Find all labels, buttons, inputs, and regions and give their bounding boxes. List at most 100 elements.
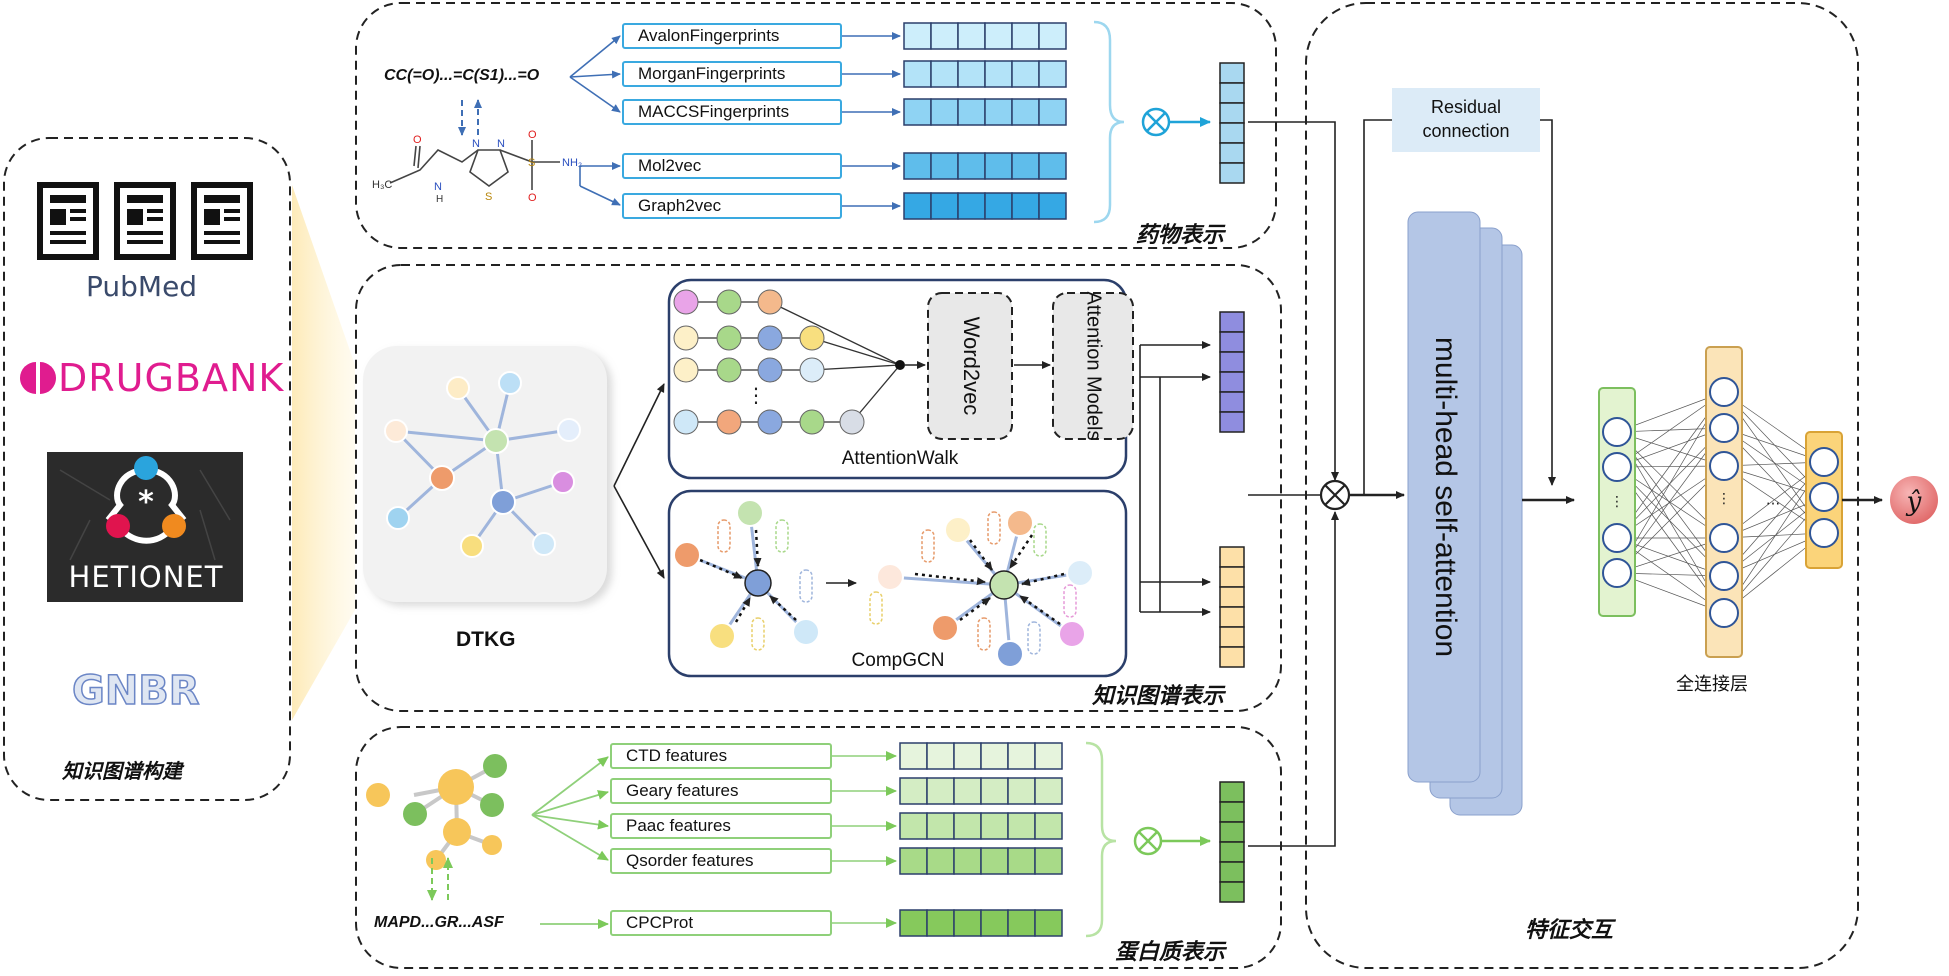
drug-feature-cell [903, 192, 932, 220]
word2vec-label: Word2vec [959, 317, 984, 416]
protein-feature-qsorder: Qsorder features [610, 848, 832, 874]
drugbank-label: DRUGBANK [58, 356, 285, 400]
protein-feature-cell [899, 777, 928, 805]
protein-feature-cell [980, 909, 1009, 937]
fc-horizontal-ellipsis: ··· [1766, 495, 1780, 513]
protein-feature-cell [953, 909, 982, 937]
drug-feature-cell [1011, 60, 1040, 88]
drug-feature-cell [984, 98, 1013, 126]
drug-feature-cell [984, 22, 1013, 50]
atom-o-carbonyl: O [413, 134, 422, 146]
kg-representation-panel [355, 264, 1282, 712]
kg-vector-connectors [1139, 341, 1211, 616]
fc-neuron [1709, 523, 1739, 553]
dtkg-graph [384, 371, 581, 558]
atom-nh2: NH₂ [562, 157, 582, 169]
fc-neuron [1602, 558, 1632, 588]
compgcn-graph-right [869, 509, 1094, 668]
drug-feature-graph2vec: Graph2vec [622, 193, 842, 219]
drug-vector-cell [1219, 62, 1245, 84]
fc-neuron [1809, 518, 1839, 548]
protein-fanout-arrows [531, 756, 609, 929]
pubmed-label: PubMed [86, 270, 198, 303]
fc-layer-label: 全连接层 [1676, 674, 1748, 695]
word2vec-box [927, 292, 1013, 440]
compgcn-vector-cell [1219, 566, 1245, 588]
drug-vector-cell [1219, 102, 1245, 124]
protein-feature-cell [980, 742, 1009, 770]
attentionwalk-vector-cell [1219, 331, 1245, 353]
residual-connection-box [1392, 88, 1540, 152]
attentionwalk-vector-cell [1219, 391, 1245, 413]
drug-feature-cell [957, 60, 986, 88]
protein-feature-bars [899, 742, 1063, 937]
protein-feature-cell [1034, 777, 1063, 805]
drug-vector-cell [1219, 162, 1245, 184]
drug-feature-cell [930, 22, 959, 50]
fc-neuron [1709, 451, 1739, 481]
fc-neuron [1709, 561, 1739, 591]
drug-feature-cell [984, 152, 1013, 180]
drug-feature-cell [1011, 192, 1040, 220]
attentionwalk-label: AttentionWalk [842, 448, 959, 469]
drug-feature-cell [930, 60, 959, 88]
protein-feature-cell [1007, 909, 1036, 937]
feature-interaction-panel [1305, 2, 1859, 969]
atom-n-amide: N [434, 181, 442, 193]
drug-feature-cell [1038, 152, 1067, 180]
protein-feature-cell [953, 847, 982, 875]
protein-vector-cell [1219, 861, 1245, 883]
protein-feature-cell [926, 909, 955, 937]
drug-feature-cell [957, 192, 986, 220]
kg-construction-title: 知识图谱构建 [62, 759, 182, 783]
protein-feature-cell [1034, 847, 1063, 875]
drug-feature-cell [930, 152, 959, 180]
drug-feature-cell [957, 22, 986, 50]
attention-layer-front [1407, 211, 1481, 783]
protein-feature-cell [1034, 742, 1063, 770]
fusion-input-connectors [1248, 121, 1339, 847]
atom-s-sulfonyl: S [528, 157, 535, 169]
random-walk-paths [673, 289, 926, 435]
protein-feature-cell [953, 777, 982, 805]
protein-embedding-vector [1219, 781, 1245, 903]
fc-neuron [1709, 598, 1739, 628]
protein-feature-cell [953, 812, 982, 840]
drug-feature-cell [903, 152, 932, 180]
drug-feature-cell [1011, 152, 1040, 180]
drug-feature-cell [1038, 192, 1067, 220]
atom-s-ring: S [485, 191, 492, 203]
kg-construction-panel [3, 137, 291, 801]
fc-layer-ellipsis: ⋮ [1610, 494, 1624, 510]
protein-vector-cell [1219, 801, 1245, 823]
projection-beam [292, 185, 355, 720]
drug-feature-cell [903, 22, 932, 50]
attention-models-box [1052, 292, 1134, 440]
protein-vector-cell [1219, 781, 1245, 803]
kg-representation-title: 知识图谱表示 [1092, 684, 1225, 709]
attentionwalk-vector-cell [1219, 371, 1245, 393]
drug-feature-cell [930, 192, 959, 220]
fc-neuron [1602, 417, 1632, 447]
protein-feature-cell [926, 812, 955, 840]
drug-feature-cell [1038, 60, 1067, 88]
compgcn-graph-left [673, 499, 820, 651]
protein-molecule-structure [366, 754, 507, 870]
drug-fusion-icon [1141, 107, 1171, 137]
dtkg-to-attentionwalk-arrow [613, 383, 665, 487]
protein-feature-cpcprot: CPCProt [610, 910, 832, 936]
output-label: ŷ [1906, 487, 1922, 517]
fc-layer-bar [1598, 387, 1636, 617]
drugbank-logo-icon [20, 362, 56, 394]
pubmed-icon [37, 182, 253, 260]
output-node [1890, 476, 1938, 524]
fully-connected-network: ⋮ ⋮ ··· [1598, 346, 1843, 658]
svg-text:*: * [138, 485, 154, 520]
interaction-fusion-icon [1319, 479, 1351, 511]
compgcn-embedding-vector [1219, 546, 1245, 668]
drug-embedding-vector [1219, 62, 1245, 184]
drug-bracket [1093, 20, 1125, 224]
drug-feature-cell [957, 98, 986, 126]
fc-layer-ellipsis: ⋮ [1717, 491, 1731, 507]
attention-models-label: Attention Models [1083, 292, 1105, 441]
